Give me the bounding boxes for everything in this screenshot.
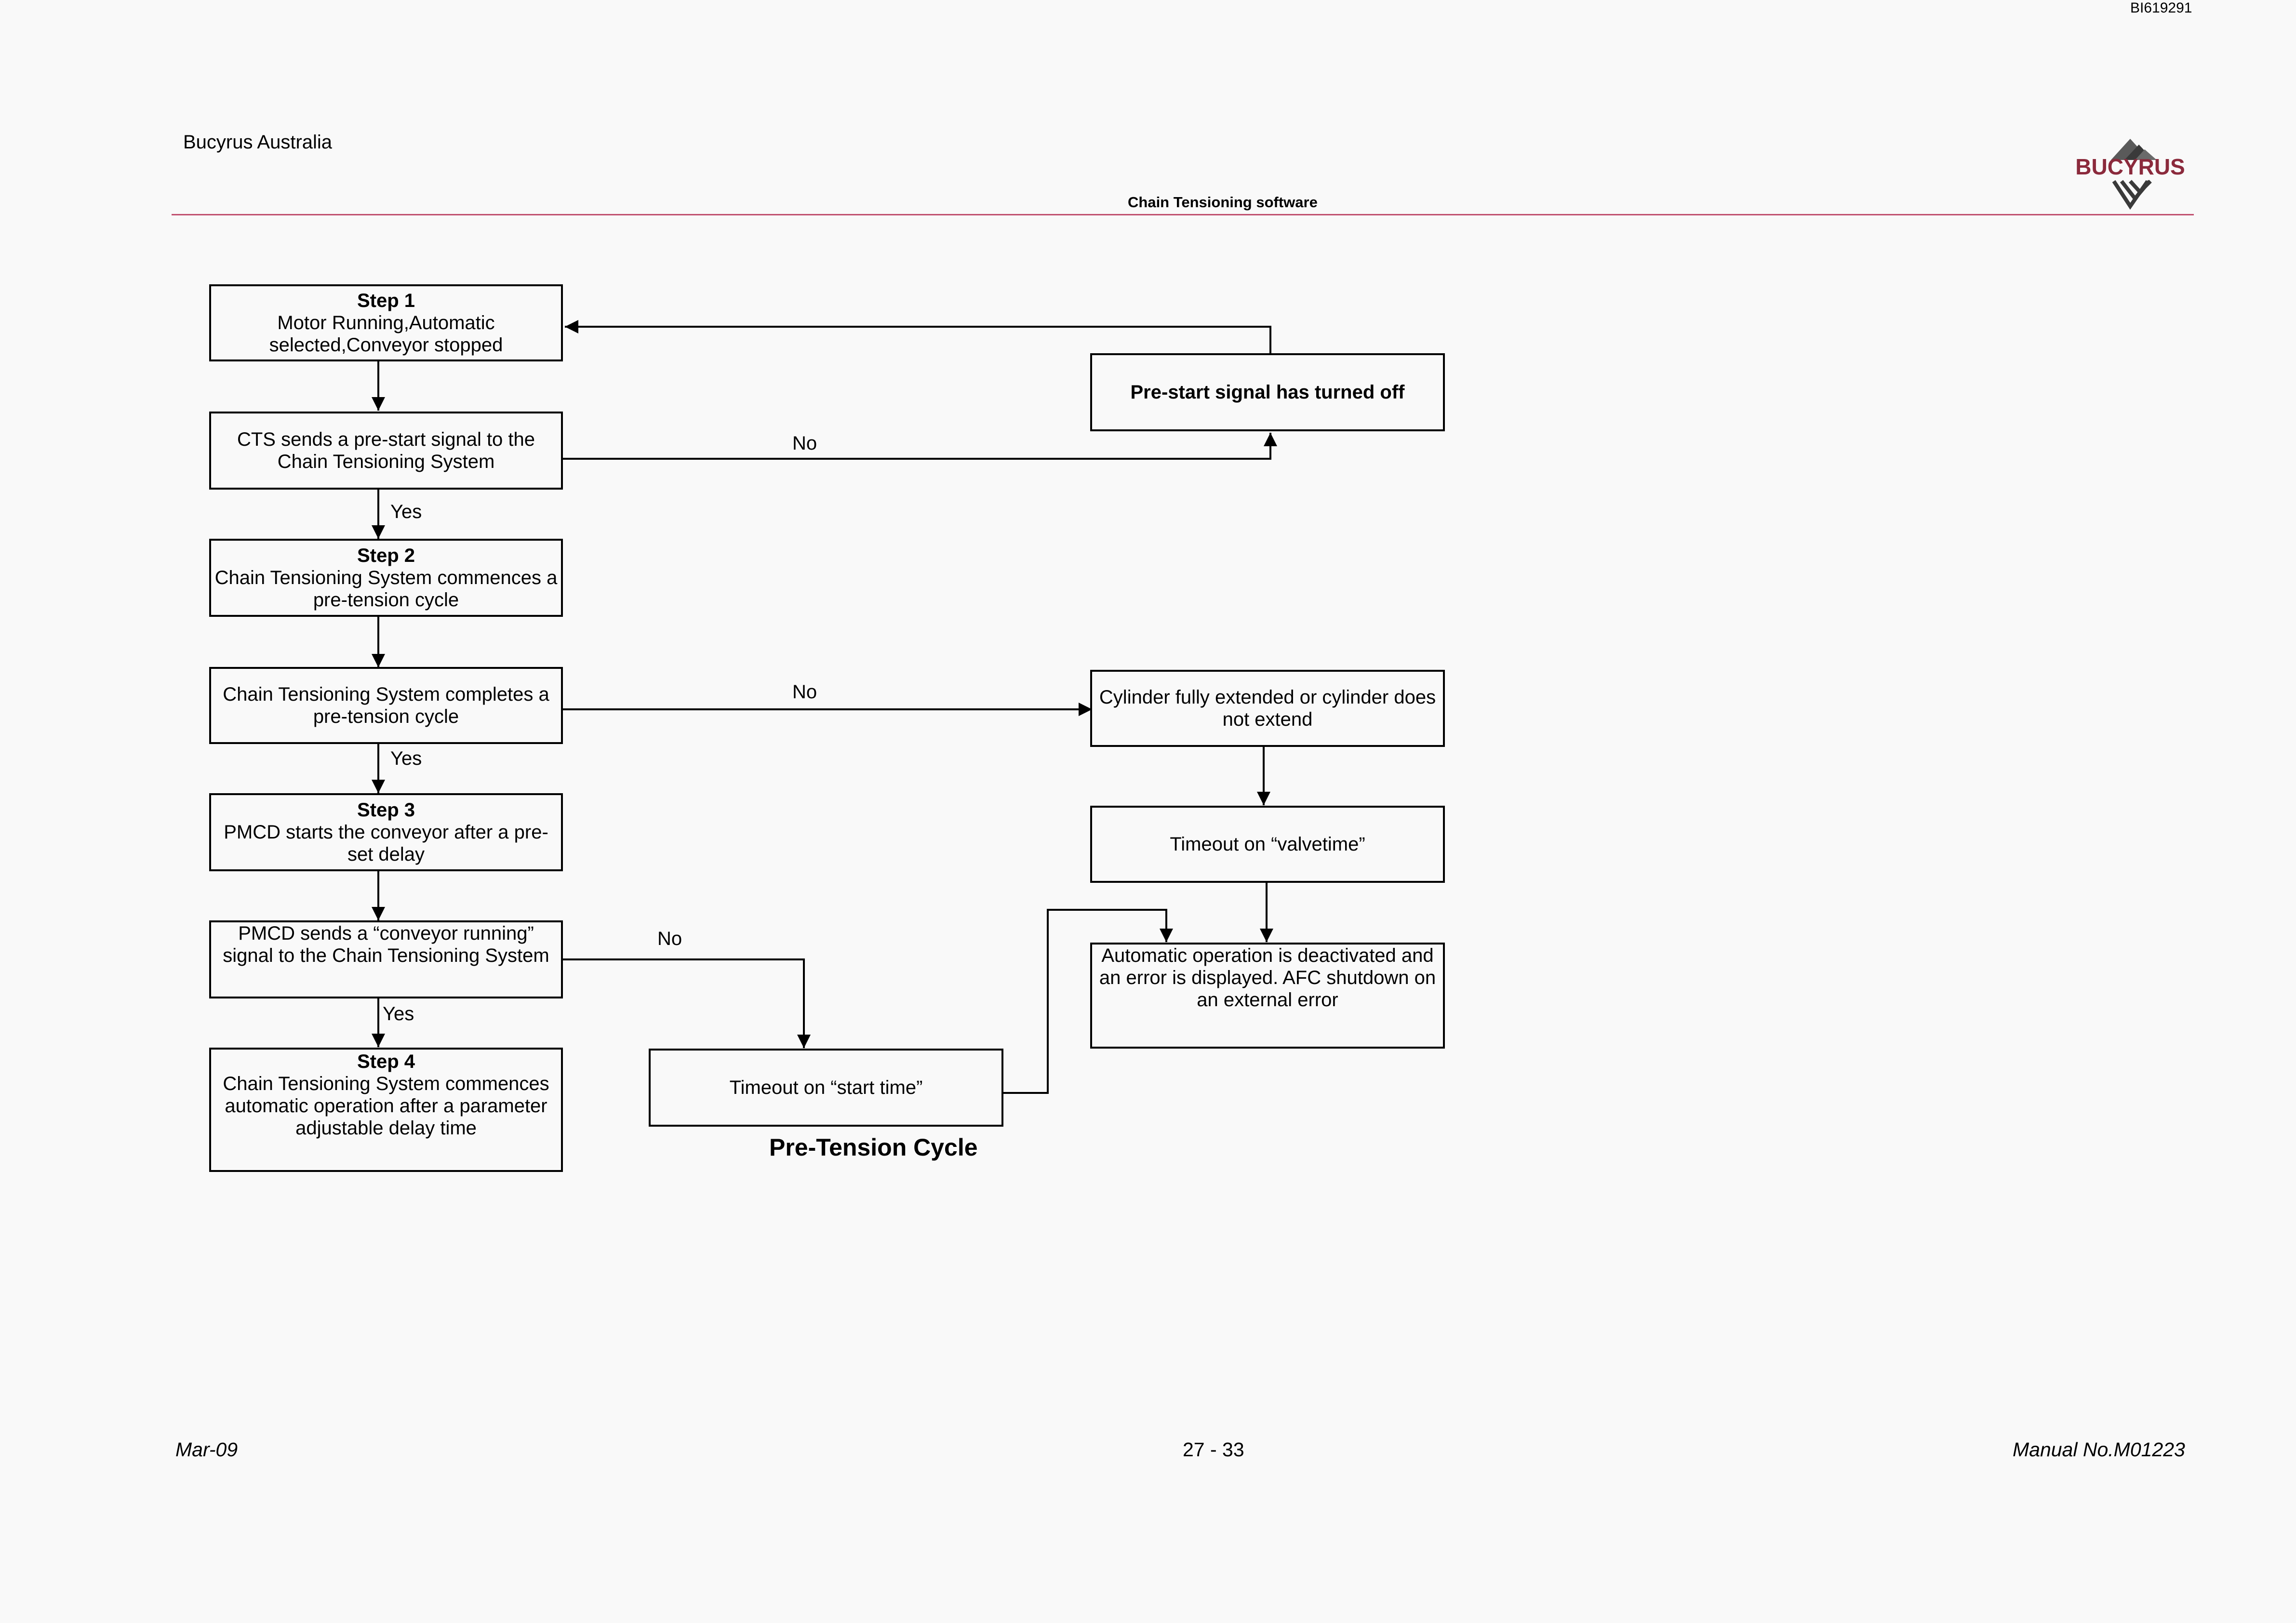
label-no-completes: No	[792, 681, 817, 703]
step2-title: Step 2	[357, 545, 415, 566]
arrow-prestart-no	[562, 433, 1277, 460]
label-no-prestart: No	[792, 433, 817, 454]
step4-text: Chain Tensioning System commences automa…	[223, 1073, 549, 1139]
footer-page-number: 27 - 33	[1183, 1438, 1244, 1461]
completes-box: Chain Tensioning System completes a pre-…	[209, 667, 563, 744]
document-id: BI619291	[2130, 0, 2192, 16]
bucyrus-logo: BUCYRUS	[2068, 135, 2193, 212]
logo-text: BUCYRUS	[2075, 154, 2185, 179]
prestart-off-box: Pre-start signal has turned off	[1090, 353, 1445, 431]
header-divider	[172, 214, 2194, 215]
auto-deactivated-text: Automatic operation is deactivated and a…	[1099, 945, 1436, 1011]
step2-text: Chain Tensioning System commences a pre-…	[214, 567, 558, 611]
step1-text: Motor Running,Automatic selected,Conveyo…	[269, 312, 503, 356]
arrow-prestartoff-to-step1	[565, 320, 1271, 353]
step4-title: Step 4	[357, 1051, 415, 1072]
step1-box: Step 1 Motor Running,Automatic selected,…	[209, 284, 563, 361]
label-yes-prestart: Yes	[390, 501, 422, 522]
step4-box: Step 4 Chain Tensioning System commences…	[209, 1048, 563, 1172]
start-time-box: Timeout on “start time”	[649, 1049, 1003, 1127]
valvetime-box: Timeout on “valvetime”	[1090, 806, 1445, 883]
step3-title: Step 3	[357, 799, 415, 821]
pmcd-sends-text: PMCD sends a “conveyor running” signal t…	[223, 923, 549, 966]
step3-box: Step 3 PMCD starts the conveyor after a …	[209, 793, 563, 871]
prestart-sent-box: CTS sends a pre-start signal to the Chai…	[209, 412, 563, 490]
footer-date: Mar-09	[175, 1438, 238, 1461]
footer-manual-number: Manual No.M01223	[2013, 1438, 2185, 1461]
step1-title: Step 1	[357, 290, 415, 311]
cylinder-box: Cylinder fully extended or cylinder does…	[1090, 670, 1445, 747]
completes-text: Chain Tensioning System completes a pre-…	[223, 684, 549, 727]
step3-text: PMCD starts the conveyor after a pre-set…	[224, 822, 548, 865]
auto-deactivated-box: Automatic operation is deactivated and a…	[1090, 943, 1445, 1049]
cylinder-text: Cylinder fully extended or cylinder does…	[1099, 687, 1436, 730]
pmcd-sends-box: PMCD sends a “conveyor running” signal t…	[209, 920, 563, 998]
prestart-off-text: Pre-start signal has turned off	[1130, 382, 1405, 403]
label-no-pmcd: No	[657, 928, 682, 949]
start-time-text: Timeout on “start time”	[729, 1077, 923, 1098]
label-yes-completes: Yes	[390, 748, 422, 769]
step2-box: Step 2 Chain Tensioning System commences…	[209, 539, 563, 617]
arrow-starttime-to-auto	[1002, 909, 1173, 1094]
diagram-caption: Pre-Tension Cycle	[769, 1134, 978, 1161]
label-yes-pmcd: Yes	[383, 1003, 414, 1024]
company-name: Bucyrus Australia	[183, 132, 333, 153]
prestart-sent-text: CTS sends a pre-start signal to the Chai…	[237, 429, 535, 472]
document-subtitle: Chain Tensioning software	[1128, 194, 1318, 211]
valvetime-text: Timeout on “valvetime”	[1170, 834, 1365, 855]
arrow-pmcd-no	[562, 958, 811, 1048]
